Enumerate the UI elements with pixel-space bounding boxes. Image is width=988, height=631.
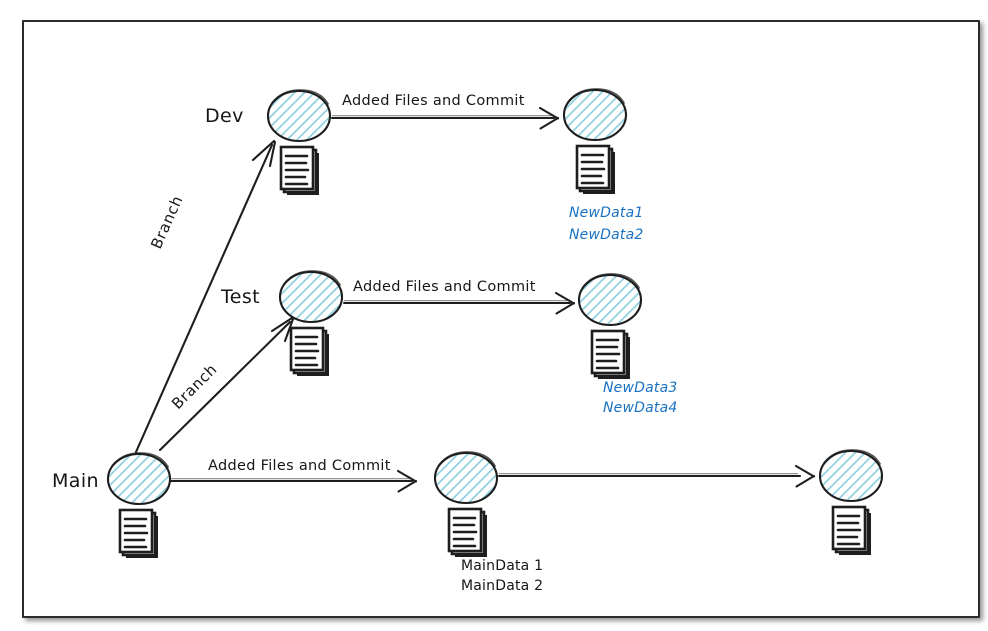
node-label-test: Test xyxy=(220,286,260,308)
commit-node-dev-end[interactable] xyxy=(562,88,628,142)
document-stack-icon-main-middle xyxy=(447,507,487,557)
file-label-dev-1: NewData1 xyxy=(569,205,643,221)
arrowhead-icon xyxy=(251,139,277,168)
sketch-stroke xyxy=(823,449,881,465)
branch-arrow-label-dev: Branch xyxy=(147,193,186,252)
commit-node-main-middle[interactable] xyxy=(433,451,499,505)
edge-label-dev-commit: Added Files and Commit xyxy=(342,93,525,109)
edge-dev-commit: Added Files and Commit xyxy=(331,93,560,130)
document-stack-icon-dev-start xyxy=(279,145,319,195)
sketch-stroke xyxy=(438,451,496,467)
branch-dev: Dev Added Files and Commit xyxy=(205,88,643,243)
diagram-frame xyxy=(22,20,980,618)
edge-main-continue xyxy=(498,464,816,488)
hatched-ellipse-icon xyxy=(818,449,884,503)
commit-node-main-start[interactable] xyxy=(106,452,172,506)
document-stack-icon-test-end xyxy=(590,329,630,379)
sketch-stroke xyxy=(111,452,169,468)
arrow-icon xyxy=(134,143,274,454)
branch-arrow-label-test: Branch xyxy=(168,360,221,413)
file-label-test-1: NewData3 xyxy=(603,380,677,396)
edge-label-test-commit: Added Files and Commit xyxy=(353,279,536,295)
edge-test-commit: Added Files and Commit xyxy=(343,279,576,315)
hatched-ellipse-icon xyxy=(433,451,499,505)
file-label-test-2: NewData4 xyxy=(603,400,677,416)
node-label-main: Main xyxy=(52,470,99,492)
branch-test: Test Added Files and Commit xyxy=(220,270,677,416)
file-label-main-2: MainData 2 xyxy=(461,578,543,594)
arrowhead-icon xyxy=(270,316,295,343)
document-stack-icon-main-end xyxy=(831,505,871,555)
sketch-stroke xyxy=(283,270,341,286)
file-label-dev-2: NewData2 xyxy=(569,227,643,243)
branch-arrow-main-to-test: Branch xyxy=(158,316,295,452)
edge-label-main-commit: Added Files and Commit xyxy=(208,458,391,474)
branch-main: Main Added Files and Commit xyxy=(52,449,884,594)
hatched-ellipse-icon xyxy=(562,88,628,142)
commit-node-main-end[interactable] xyxy=(818,449,884,503)
commit-node-dev-start[interactable] xyxy=(266,89,332,143)
document-stack-icon-test-start xyxy=(289,326,329,376)
arrow-icon xyxy=(158,320,292,452)
document-stack-icon-dev-end xyxy=(575,144,615,194)
hatched-ellipse-icon xyxy=(106,452,172,506)
document-stack-icon-main-start xyxy=(118,508,158,558)
hatched-ellipse-icon xyxy=(577,273,643,327)
commit-node-test-end[interactable] xyxy=(577,273,643,327)
file-label-main-1: MainData 1 xyxy=(461,558,543,574)
sketch-stroke xyxy=(582,273,640,289)
hatched-ellipse-icon xyxy=(266,89,332,143)
hatched-ellipse-icon xyxy=(278,270,344,324)
node-label-dev: Dev xyxy=(205,105,244,127)
edge-main-commit: Added Files and Commit xyxy=(170,458,418,493)
sketch-stroke xyxy=(567,88,625,104)
commit-node-test-start[interactable] xyxy=(278,270,344,324)
sketch-stroke xyxy=(271,89,329,105)
